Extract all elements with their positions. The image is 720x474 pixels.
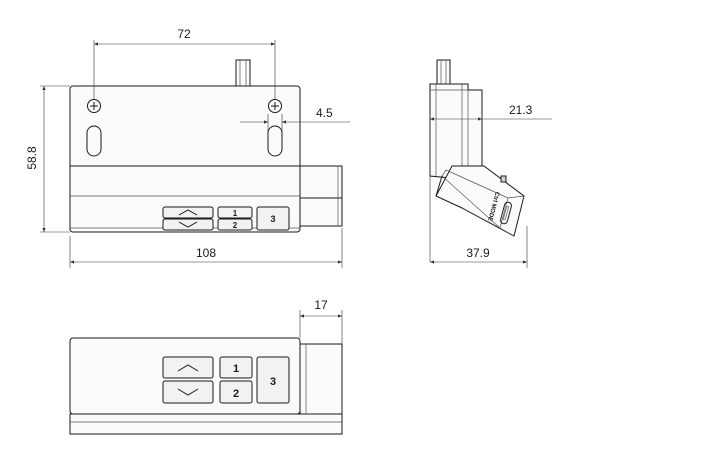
chevron-up-icon — [177, 364, 199, 372]
dimension-side-depth: 37.9 — [430, 226, 528, 268]
key-1-large — [219, 356, 253, 379]
mounting-slot — [267, 125, 283, 157]
key-2 — [217, 218, 253, 231]
bottom-cable-block — [299, 343, 343, 415]
dim-label-21-3: 21.3 — [509, 103, 533, 117]
down-key-large — [162, 380, 214, 404]
front-housing — [69, 85, 301, 233]
dimension-cable-protrusion: 17 — [299, 298, 343, 344]
dim-label-37-9: 37.9 — [466, 246, 490, 260]
screw-head-icon — [87, 99, 101, 113]
bottom-base-plate — [69, 413, 343, 435]
usb-c-port-icon — [500, 201, 512, 225]
key-1-label: 1 — [233, 209, 238, 218]
dimension-hole-offset: 4.5 — [240, 106, 350, 132]
key-2-label: 2 — [233, 221, 238, 230]
side-view: Ctrl MODE 21.3 37.9 — [429, 59, 552, 268]
up-key-large — [162, 356, 214, 379]
key-1-large-label: 1 — [233, 363, 239, 375]
key-2-large-label: 2 — [233, 388, 239, 400]
dim-label-72: 72 — [177, 27, 191, 41]
bottom-view: 1 2 3 17 — [69, 298, 343, 435]
chevron-down-icon — [177, 388, 199, 396]
key-1 — [217, 206, 253, 219]
key-2-large — [219, 380, 253, 404]
chevron-up-icon — [178, 209, 198, 216]
dimension-width: 108 — [69, 228, 343, 268]
dimension-height: 58.8 — [25, 85, 70, 233]
side-top-cable — [436, 59, 451, 85]
front-view: 1 2 3 72 4.5 58.8 — [25, 27, 350, 268]
key-3 — [256, 206, 290, 231]
down-key — [162, 218, 214, 231]
side-angled-housing: Ctrl MODE — [435, 165, 525, 237]
mounting-slot — [86, 125, 102, 157]
key-3-label: 3 — [270, 214, 275, 224]
dimension-hole-spacing: 72 — [93, 27, 276, 99]
dim-label-108: 108 — [196, 246, 216, 260]
dim-label-17: 17 — [314, 298, 328, 312]
key-3-large-label: 3 — [270, 376, 276, 388]
dimension-side-offset: 21.3 — [429, 103, 552, 262]
dim-label-4-5: 4.5 — [316, 106, 333, 120]
screw-head-icon — [268, 99, 282, 113]
chevron-down-icon — [178, 221, 198, 228]
front-side-cable-block — [299, 165, 343, 227]
up-key — [162, 206, 214, 219]
dim-label-58-8: 58.8 — [25, 146, 39, 170]
front-keypad: 1 2 3 — [162, 206, 290, 231]
bottom-keypad: 1 2 3 — [162, 356, 290, 404]
top-cable — [235, 59, 251, 87]
key-3-large — [256, 356, 290, 404]
